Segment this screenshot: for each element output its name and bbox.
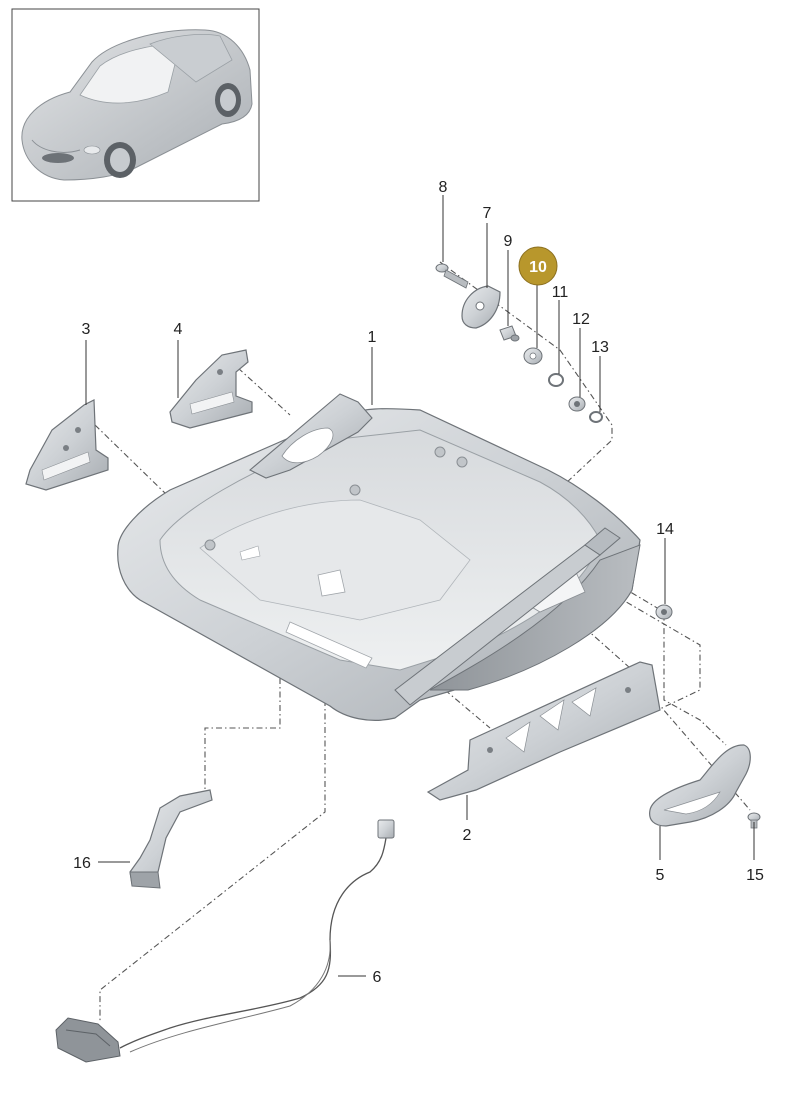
callout-5[interactable]: 5 <box>656 867 665 884</box>
callout-12[interactable]: 12 <box>572 311 590 328</box>
ring-11 <box>548 373 564 387</box>
callouts: 1 2 3 4 5 6 7 8 9 10 11 12 13 14 15 16 <box>73 179 764 986</box>
callout-7[interactable]: 7 <box>483 205 492 222</box>
washer-10 <box>523 347 543 365</box>
pivot-bracket-7 <box>461 285 501 329</box>
wiring-harness <box>55 819 395 1063</box>
callout-13[interactable]: 13 <box>591 339 609 356</box>
bracket-left <box>25 399 109 491</box>
callout-14[interactable]: 14 <box>656 521 674 538</box>
bolt-8 <box>435 263 469 289</box>
leader-lines <box>85 195 755 977</box>
callout-16[interactable]: 16 <box>73 855 91 872</box>
vehicle-thumbnail <box>11 8 260 202</box>
highlight-marker <box>518 246 558 286</box>
callout-10[interactable]: 10 <box>529 259 547 276</box>
callout-15[interactable]: 15 <box>746 867 764 884</box>
fasteners <box>435 263 761 829</box>
seat-frame <box>117 393 641 721</box>
nut-12 <box>568 396 586 412</box>
callout-8[interactable]: 8 <box>439 179 448 196</box>
callout-6[interactable]: 6 <box>373 969 382 986</box>
bracket-front <box>129 789 213 889</box>
bracket-rear <box>169 349 253 429</box>
callout-9[interactable]: 9 <box>504 233 513 250</box>
callout-11[interactable]: 11 <box>552 284 569 301</box>
callout-2[interactable]: 2 <box>463 827 472 844</box>
bushing-9 <box>499 325 520 342</box>
ring-13 <box>589 411 603 423</box>
car-illustration-icon <box>21 29 253 181</box>
side-rail <box>426 661 661 801</box>
callout-10-highlight[interactable]: 10 <box>518 246 558 286</box>
nut-14 <box>655 604 673 620</box>
callout-3[interactable]: 3 <box>82 321 91 338</box>
trim-cover <box>649 744 751 827</box>
callout-1[interactable]: 1 <box>368 329 377 346</box>
callout-4[interactable]: 4 <box>174 321 183 338</box>
